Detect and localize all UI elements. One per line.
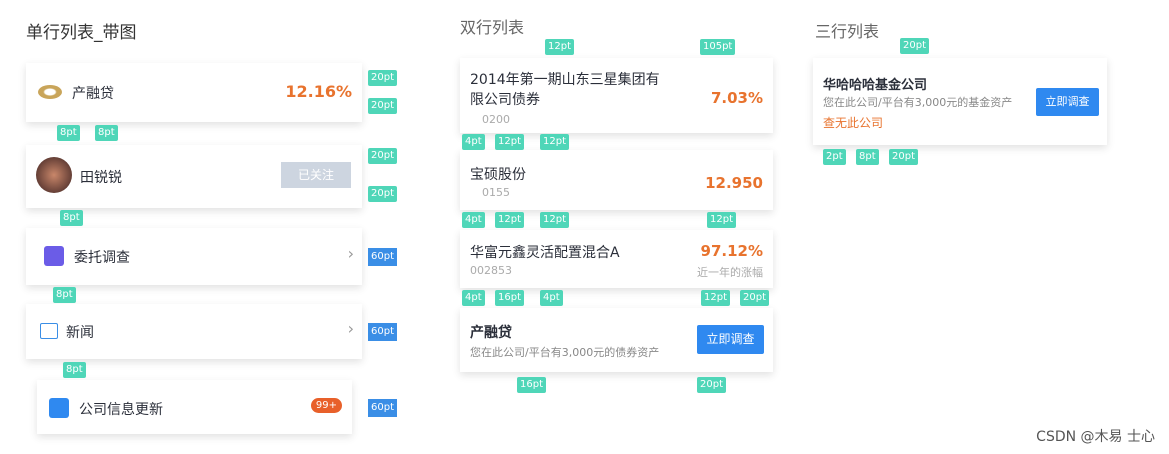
spacing-annotation: 4pt (540, 290, 563, 306)
spacing-annotation: 8pt (53, 287, 76, 303)
spacing-annotation: 8pt (856, 149, 879, 165)
item-desc: 您在此公司/平台有3,000元的基金资产 (823, 96, 1013, 109)
list-item[interactable]: 2014年第一期山东三星集团有限公司债券 0200 7.03% (460, 58, 773, 133)
spacing-annotation: 8pt (63, 362, 86, 378)
item-code: 0200 (482, 113, 510, 126)
spacing-annotation: 20pt (368, 70, 397, 86)
spacing-annotation: 20pt (697, 377, 726, 393)
list-item[interactable]: 产融贷 您在此公司/平台有3,000元的债券资产 立即调查 (460, 308, 773, 372)
item-title: 公司信息更新 (79, 402, 163, 418)
item-desc: 您在此公司/平台有3,000元的债券资产 (470, 346, 660, 359)
spacing-annotation: 8pt (60, 210, 83, 226)
heading-single: 单行列表_带图 (26, 23, 137, 43)
item-title: 产融贷 (72, 86, 114, 102)
spacing-annotation: 2pt (823, 149, 846, 165)
spacing-annotation: 8pt (57, 125, 80, 141)
spacing-annotation: 20pt (740, 290, 769, 306)
height-annotation: 60pt (368, 399, 397, 417)
list-item[interactable]: 委托调查 › (26, 228, 362, 285)
spacing-annotation: 12pt (495, 212, 524, 228)
list-item[interactable]: 华哈哈哈基金公司 您在此公司/平台有3,000元的基金资产 查无此公司 立即调查 (813, 58, 1107, 145)
chevron-right-icon: › (347, 319, 354, 338)
spacing-annotation: 4pt (462, 212, 485, 228)
spacing-annotation: 8pt (95, 125, 118, 141)
spacing-annotation: 20pt (368, 186, 397, 202)
item-title: 新闻 (66, 325, 94, 341)
spacing-annotation: 20pt (368, 98, 397, 114)
value-label: 近一年的涨幅 (697, 266, 763, 279)
item-value: 97.12% (700, 242, 763, 260)
list-item[interactable]: 产融贷 12.16% (26, 63, 362, 122)
spacing-annotation: 20pt (900, 38, 929, 54)
company-icon (49, 398, 69, 418)
spacing-annotation: 12pt (701, 290, 730, 306)
item-value: 12.950 (705, 174, 763, 192)
chevron-right-icon: › (347, 244, 354, 263)
item-title: 华富元鑫灵活配置混合A (470, 245, 620, 261)
spacing-annotation: 16pt (517, 377, 546, 393)
height-annotation: 60pt (368, 248, 397, 266)
spacing-annotation: 16pt (495, 290, 524, 306)
logo-icon (38, 85, 62, 99)
item-title: 华哈哈哈基金公司 (823, 78, 928, 93)
spacing-annotation: 12pt (540, 212, 569, 228)
item-title: 2014年第一期山东三星集团有限公司债券 (470, 72, 660, 108)
spacing-annotation: 4pt (462, 134, 485, 150)
spacing-annotation: 12pt (545, 39, 574, 55)
list-item[interactable]: 新闻 › (26, 304, 362, 359)
investigate-button[interactable]: 立即调查 (697, 325, 764, 354)
investigate-button[interactable]: 立即调查 (1036, 88, 1099, 116)
spacing-annotation: 12pt (495, 134, 524, 150)
news-icon (40, 323, 58, 339)
list-item[interactable]: 宝硕股份 0155 12.950 (460, 150, 773, 210)
item-value: 7.03% (710, 89, 763, 107)
count-badge: 99+ (310, 398, 342, 413)
followed-button[interactable]: 已关注 (281, 162, 351, 188)
watermark: CSDN @木易 士心 (1036, 429, 1155, 445)
width-annotation: 105pt (700, 39, 736, 55)
list-item[interactable]: 华富元鑫灵活配置混合A 002853 97.12% 近一年的涨幅 (460, 230, 773, 288)
spacing-annotation: 12pt (540, 134, 569, 150)
height-annotation: 60pt (368, 323, 397, 341)
item-code: 0155 (482, 186, 510, 199)
list-item[interactable]: 田锐锐 已关注 (26, 145, 362, 208)
avatar (36, 157, 72, 193)
item-code: 002853 (470, 264, 512, 277)
spacing-annotation: 20pt (368, 148, 397, 164)
item-title: 宝硕股份 (470, 167, 526, 183)
spacing-annotation: 20pt (889, 149, 918, 165)
not-found-link[interactable]: 查无此公司 (823, 116, 884, 130)
heading-triple: 三行列表 (815, 22, 880, 41)
survey-icon (44, 246, 64, 266)
spacing-annotation: 12pt (707, 212, 736, 228)
item-title: 委托调查 (74, 250, 130, 266)
heading-double: 双行列表 (460, 18, 525, 37)
item-title: 田锐锐 (80, 170, 122, 186)
spacing-annotation: 4pt (462, 290, 485, 306)
list-item[interactable]: 公司信息更新 99+ (37, 380, 352, 434)
item-title: 产融贷 (470, 325, 512, 341)
item-value: 12.16% (285, 82, 352, 101)
